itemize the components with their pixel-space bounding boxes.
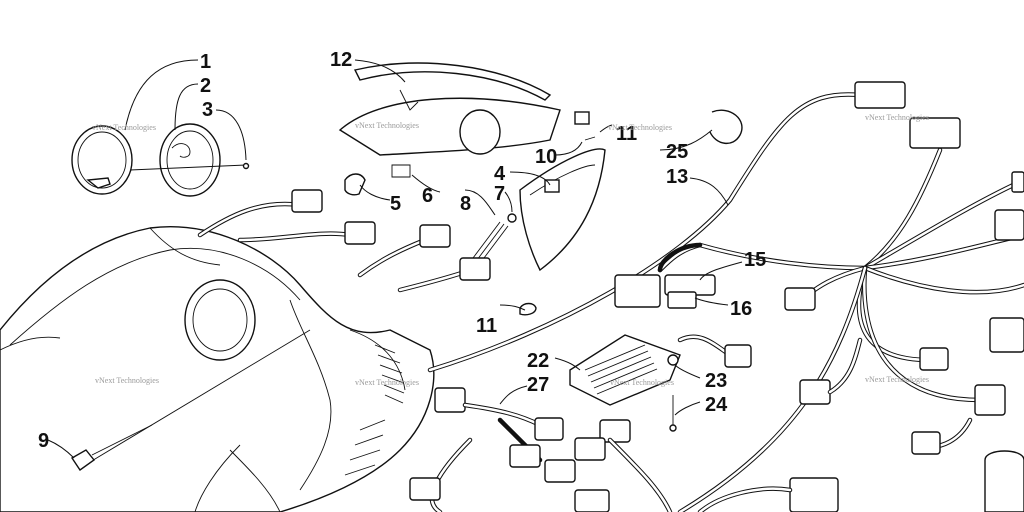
watermark-2: vNext Technologies [355,121,419,130]
bolt [71,424,153,471]
callout-15: 15 [744,249,766,271]
callout-2: 2 [200,75,211,97]
watermark-5: vNext Technologies [95,376,159,385]
callout-12: 12 [330,49,352,71]
gauge-screw [242,162,250,170]
watermark-4: vNext Technologies [865,113,929,122]
clip [574,111,590,125]
watermark-7: vNext Technologies [610,378,674,387]
watermark-3: vNext Technologies [608,123,672,132]
callout-4: 4 [494,163,506,185]
callout-11-top: 11 [616,123,637,145]
relay-cluster [614,242,716,309]
callout-13: 13 [666,166,688,188]
dash-cover [338,62,561,156]
watermark-6: vNext Technologies [355,378,419,387]
clip-2 [519,302,537,316]
callout-9: 9 [38,430,49,452]
leader-lines [47,59,743,459]
callout-16: 16 [730,298,752,320]
side-bracket [519,148,606,272]
control-module [569,334,752,432]
watermark-8: vNext Technologies [865,375,929,384]
callout-7: 7 [494,183,505,205]
lower-harness [409,387,839,512]
callout-23: 23 [705,370,727,392]
callout-24: 24 [705,394,728,416]
callout-3: 3 [202,99,213,121]
callout-25: 25 [666,141,688,163]
speedometer-gauge [71,125,133,195]
callout-1: 1 [200,51,211,73]
retaining-ring [709,109,743,144]
callout-6: 6 [422,185,433,207]
gauge-bezel [159,123,221,197]
callout-10: 10 [535,146,557,168]
main-wiring-harness [427,81,1024,512]
hood-panel [0,226,435,512]
harness-left [197,189,491,293]
callout-27: 27 [527,374,549,396]
watermarks: vNext Technologies vNext Technologies vN… [92,113,929,387]
vent-louvers [344,344,405,476]
callout-8: 8 [460,193,471,215]
grommet [344,173,366,196]
watermark-1: vNext Technologies [92,123,156,132]
callout-22: 22 [527,350,549,372]
nut [507,213,517,223]
callout-5: 5 [390,193,401,215]
callout-labels: 1 2 3 4 5 6 7 8 9 10 11 11 12 13 15 16 2… [38,49,766,452]
bulb-socket [391,164,411,178]
callout-11-bottom: 11 [476,315,497,337]
